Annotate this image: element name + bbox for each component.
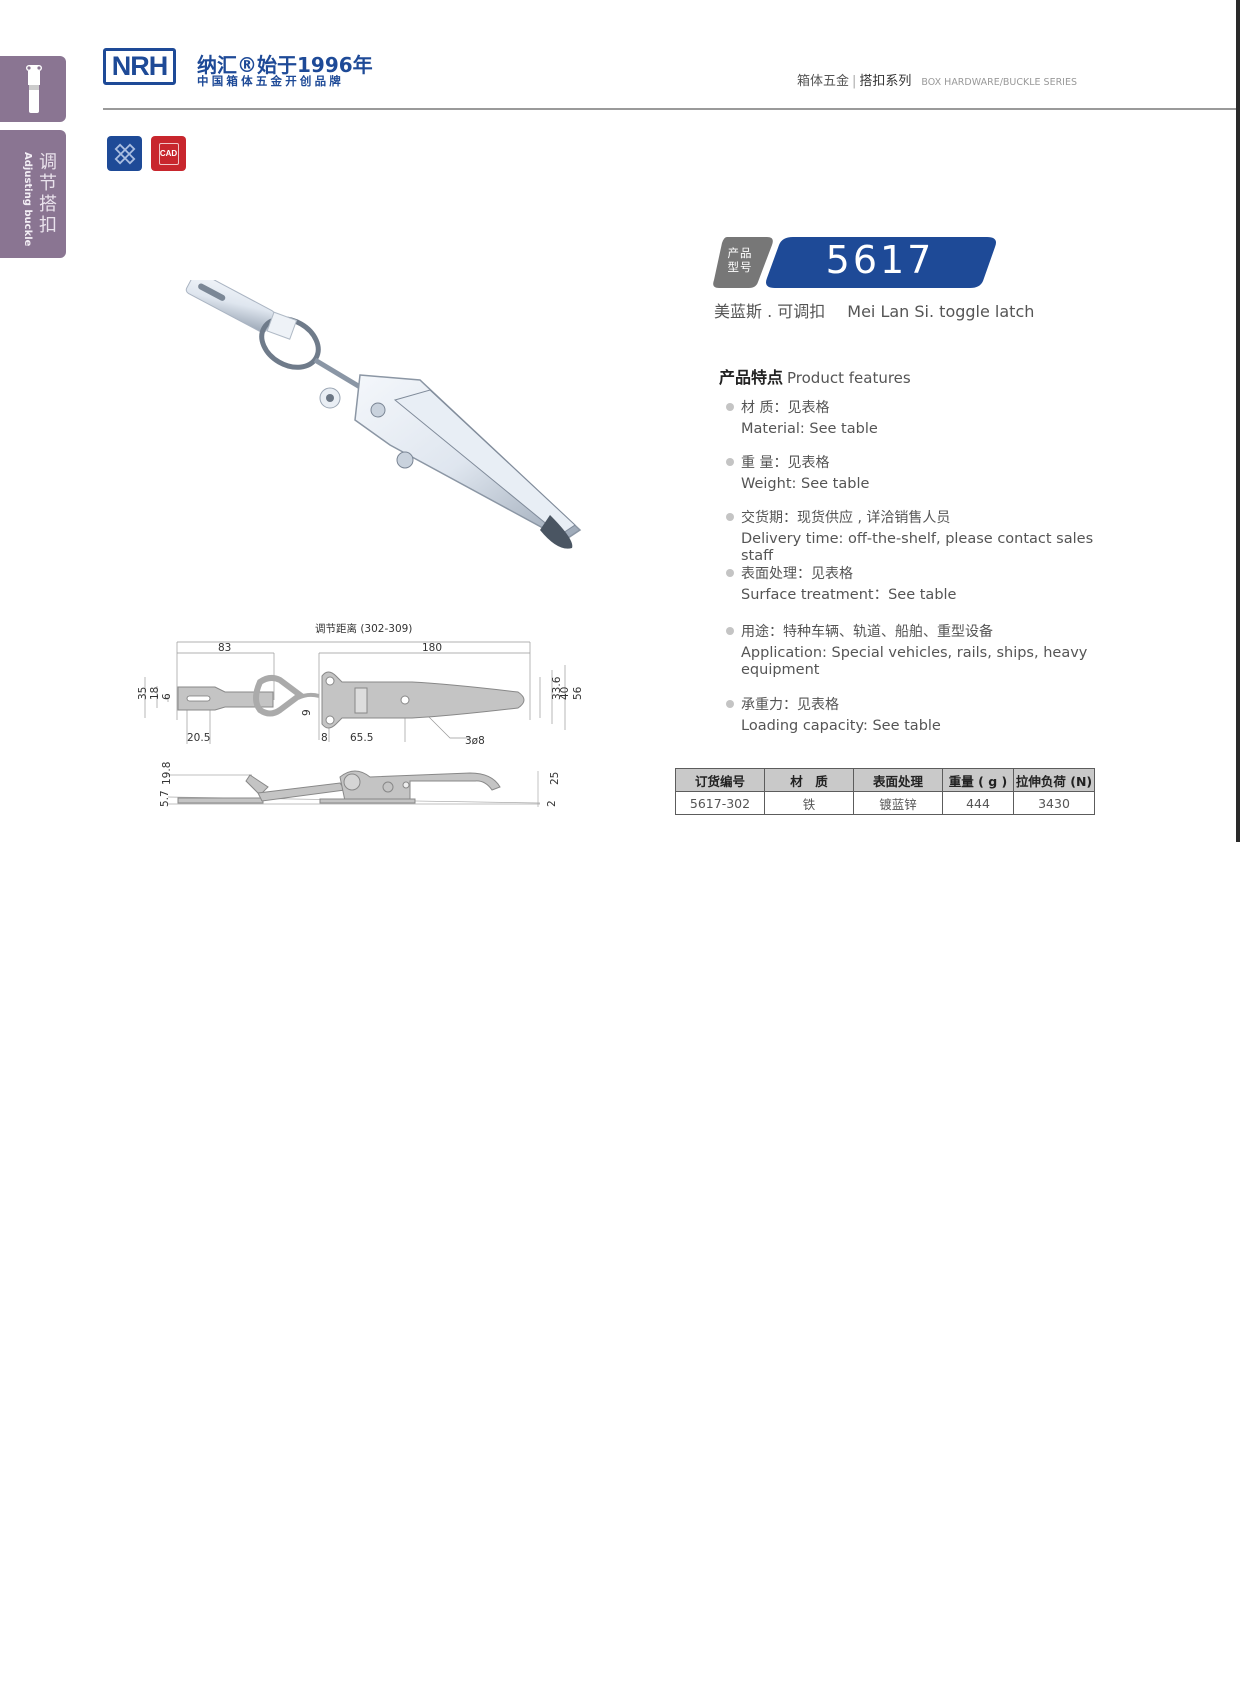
dim-8: 8 [321, 732, 328, 744]
section-series: 搭扣系列 [859, 74, 912, 89]
product-name: 美蓝斯 . 可调扣 Mei Lan Si. toggle latch [714, 298, 1034, 322]
model-badge-shape [766, 237, 996, 288]
technical-drawing-side-view: 19.8 5.7 25 2 [159, 762, 561, 807]
col-order-no: 订货编号 [675, 768, 765, 792]
dim-20-5: 20.5 [187, 732, 210, 744]
model-tag-shape [713, 237, 773, 288]
features-heading-en: Product features [787, 369, 911, 387]
adjust-range-label: 调节距离 (302-309) [315, 622, 412, 635]
model-number: 5617 [825, 238, 935, 282]
table-header-row: 订货编号 材 质 表面处理 重量 ( g ) 拉伸负荷 (N) [675, 768, 1095, 792]
product-photo [185, 280, 582, 549]
model-tag-line2: 型号 [727, 260, 753, 274]
dim-2: 2 [546, 800, 558, 807]
bullet-icon [726, 700, 734, 708]
cell-surface: 镀蓝锌 [853, 791, 943, 815]
dim-56: 56 [572, 686, 584, 700]
dim-hole: 3ø8 [465, 735, 485, 747]
category-label-cn: 调节搭扣 [39, 152, 57, 236]
dim-9: 9 [301, 709, 313, 716]
cad-download-button[interactable]: CAD [151, 136, 186, 171]
spec-table: 订货编号 材 质 表面处理 重量 ( g ) 拉伸负荷 (N) 5617-302… [675, 768, 1095, 815]
bullet-icon [726, 569, 734, 577]
model-tag-line1: 产品 [727, 246, 753, 260]
col-surface: 表面处理 [853, 768, 943, 792]
cell-tensile-load: 3430 [1013, 791, 1095, 815]
cad-file-icon: CAD [158, 142, 179, 165]
dim-18: 18 [149, 687, 161, 700]
section-separator: | [852, 74, 857, 89]
dim-5-7: 5.7 [159, 790, 171, 807]
bullet-icon [726, 403, 734, 411]
section-category: 箱体五金 [797, 74, 850, 89]
pencil-ruler-icon [114, 143, 135, 164]
dim-65-5: 65.5 [350, 732, 373, 744]
dim-180: 180 [422, 642, 442, 654]
product-name-en: Mei Lan Si. toggle latch [847, 302, 1035, 321]
side-tab-adjusting-buckle[interactable]: Adjusting buckle 调节搭扣 [0, 130, 66, 258]
bullet-icon [726, 513, 734, 521]
toggle-latch-icon [26, 65, 42, 113]
logo-text: NRH [111, 51, 168, 81]
cell-order-no: 5617-302 [675, 791, 765, 815]
dim-19-8: 19.8 [161, 762, 173, 785]
bullet-icon [726, 458, 734, 466]
category-label-en: Adjusting buckle [22, 152, 33, 247]
cad-label: CAD [159, 149, 178, 158]
bullet-icon [726, 627, 734, 635]
brand-logo: NRH [103, 48, 176, 85]
design-tool-button[interactable] [107, 136, 142, 171]
model-tag-label: 产品 型号 [722, 246, 758, 274]
features-heading-cn: 产品特点 [719, 368, 784, 387]
side-tab-latch-icon[interactable] [0, 56, 66, 122]
product-name-cn: 美蓝斯 . 可调扣 [714, 302, 826, 321]
technical-drawing-top-view: 调节距离 (302-309) 83 180 35 18 6 20.5 9 8 6… [137, 622, 584, 747]
dim-33-6: 33.6 [551, 676, 563, 700]
cell-material: 铁 [764, 791, 854, 815]
dim-40: 40 [559, 687, 571, 700]
section-breadcrumb: 箱体五金|搭扣系列 BOX HARDWARE/BUCKLE SERIES [797, 70, 1077, 89]
dim-6: 6 [161, 693, 173, 700]
table-row: 5617-302 铁 镀蓝锌 444 3430 [675, 791, 1095, 815]
dim-25: 25 [549, 772, 561, 785]
col-weight: 重量 ( g ) [942, 768, 1014, 792]
brand-tagline: 中国箱体五金开创品牌 [197, 74, 344, 88]
col-material: 材 质 [764, 768, 854, 792]
dim-35: 35 [137, 687, 149, 700]
section-series-en: BOX HARDWARE/BUCKLE SERIES [921, 77, 1078, 88]
header-divider [103, 108, 1240, 110]
dim-83: 83 [218, 642, 231, 654]
cell-weight: 444 [942, 791, 1014, 815]
col-tensile-load: 拉伸负荷 (N) [1013, 768, 1095, 792]
page-edge-bar [1236, 0, 1240, 842]
brand-slogan: 纳汇®始于1996年 [197, 53, 373, 77]
